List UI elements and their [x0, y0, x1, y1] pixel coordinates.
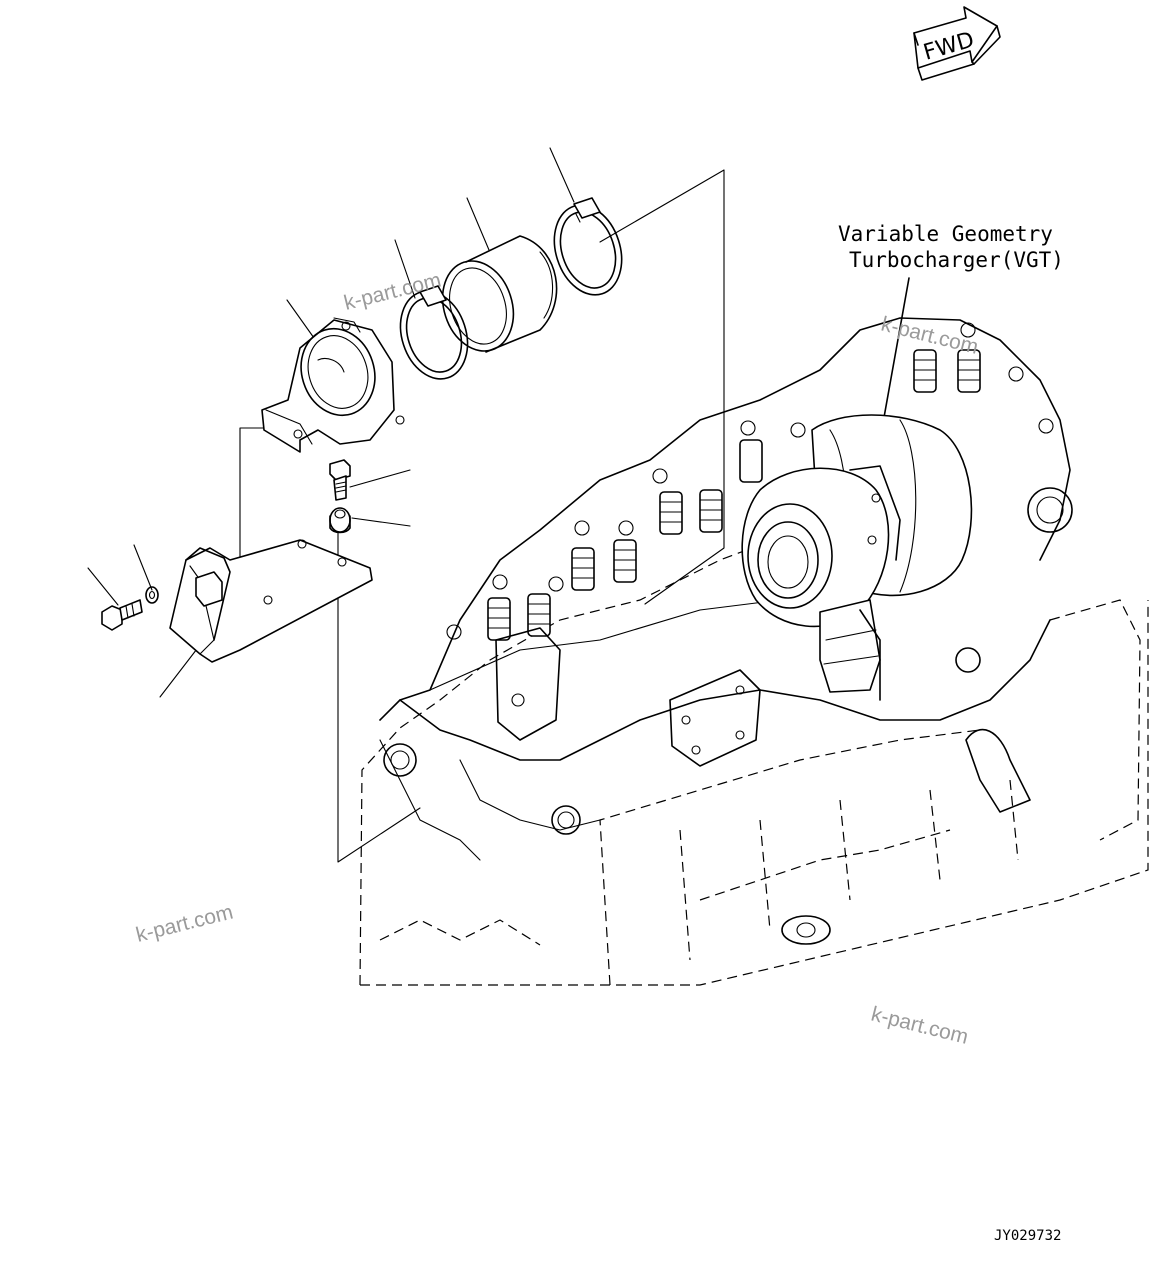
elbow-connector [261, 317, 405, 453]
watermark: k-part.com [134, 901, 236, 947]
watermark: k-part.com [869, 1003, 971, 1049]
vgt-callout-line2: Turbocharger(VGT) [849, 248, 1064, 272]
fwd-arrow-icon: FWD [913, 6, 1001, 81]
block-ports [383, 487, 1073, 945]
assembly-reference-lines [239, 169, 725, 863]
hose-clamp-right [553, 197, 623, 296]
washer [145, 586, 159, 604]
mounting-bracket [169, 539, 373, 663]
turbocharger [741, 414, 973, 701]
drawing-code: JY029732 [994, 1228, 1061, 1244]
bolt-vertical [329, 459, 351, 501]
hose-clamp-left [399, 285, 469, 380]
hose-sleeve [441, 235, 558, 353]
engine-block [359, 317, 1149, 986]
exhaust-pipe [965, 728, 1031, 813]
bolt-horizontal [101, 599, 143, 631]
watermark: k-part.com [342, 269, 444, 315]
spacer-collar [329, 507, 351, 534]
part-leader-lines [87, 147, 575, 698]
vgt-callout-line1: Variable Geometry [838, 222, 1053, 246]
valve-springs [487, 349, 981, 641]
head-bolts [446, 322, 1054, 640]
